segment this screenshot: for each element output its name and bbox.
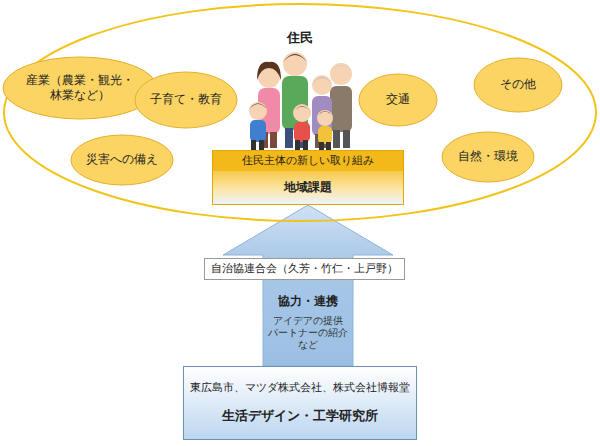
institute-name: 生活デザイン・工学研究所 <box>222 407 378 425</box>
topic-label: 子育て・教育 <box>150 92 222 108</box>
band-title: 地域課題 <box>213 171 403 204</box>
topic-bubble: 子育て・教育 <box>134 71 238 129</box>
region-ellipse <box>4 4 596 221</box>
institute-box: 東広島市、マツダ株式会社、株式会社博報堂生活デザイン・工学研究所 <box>183 366 417 440</box>
topic-label: 交通 <box>386 92 410 108</box>
residents-region: 産業（農業・観光・ 林業など） 子育て・教育 交通 その他災害への備え 自然・環境 住民主… <box>3 3 597 222</box>
topic-label: 自然・環境 <box>458 149 518 165</box>
topic-label: 産業（農業・観光・ 林業など） <box>24 73 136 103</box>
bubble-ellipse <box>71 135 173 185</box>
partner-names: 東広島市、マツダ株式会社、株式会社博報堂 <box>190 381 410 395</box>
topic-bubble: 自然・環境 <box>441 131 535 183</box>
residents-illustration <box>249 52 352 150</box>
council-box: 自治協連合会（久芳・竹仁・上戸野） <box>204 258 405 280</box>
topic-bubble: その他 <box>473 57 563 113</box>
person-figure <box>293 104 311 150</box>
person-figure <box>330 63 352 148</box>
bubble-ellipse <box>3 57 157 119</box>
bubble-ellipse <box>474 58 562 112</box>
person-figure <box>249 102 267 150</box>
connector-layer <box>223 205 393 366</box>
person-figure <box>317 110 333 150</box>
council-label: 自治協連合会（久芳・竹仁・上戸野） <box>211 262 398 276</box>
topic-label: 災害への備え <box>86 152 158 168</box>
topic-bubble: 災害への備え <box>70 134 174 186</box>
bubble-ellipse <box>442 132 534 182</box>
topic-label: その他 <box>500 77 536 93</box>
arrow-label: 協力・連携 <box>264 293 352 310</box>
issue-band: 住民主体の新しい取り組み地域課題 <box>212 150 404 205</box>
arrow-note: アイデアの提供 パートナーの紹介 など <box>265 315 351 351</box>
band-subtitle: 住民主体の新しい取り組み <box>213 151 403 171</box>
region-heading: 住民 <box>3 29 597 47</box>
bubble-ellipse <box>359 74 437 126</box>
topic-bubble: 産業（農業・観光・ 林業など） <box>2 56 158 120</box>
topic-bubble: 交通 <box>358 73 438 127</box>
person-figure <box>312 75 332 148</box>
bubble-ellipse <box>135 72 237 128</box>
support-arrow <box>223 205 393 366</box>
